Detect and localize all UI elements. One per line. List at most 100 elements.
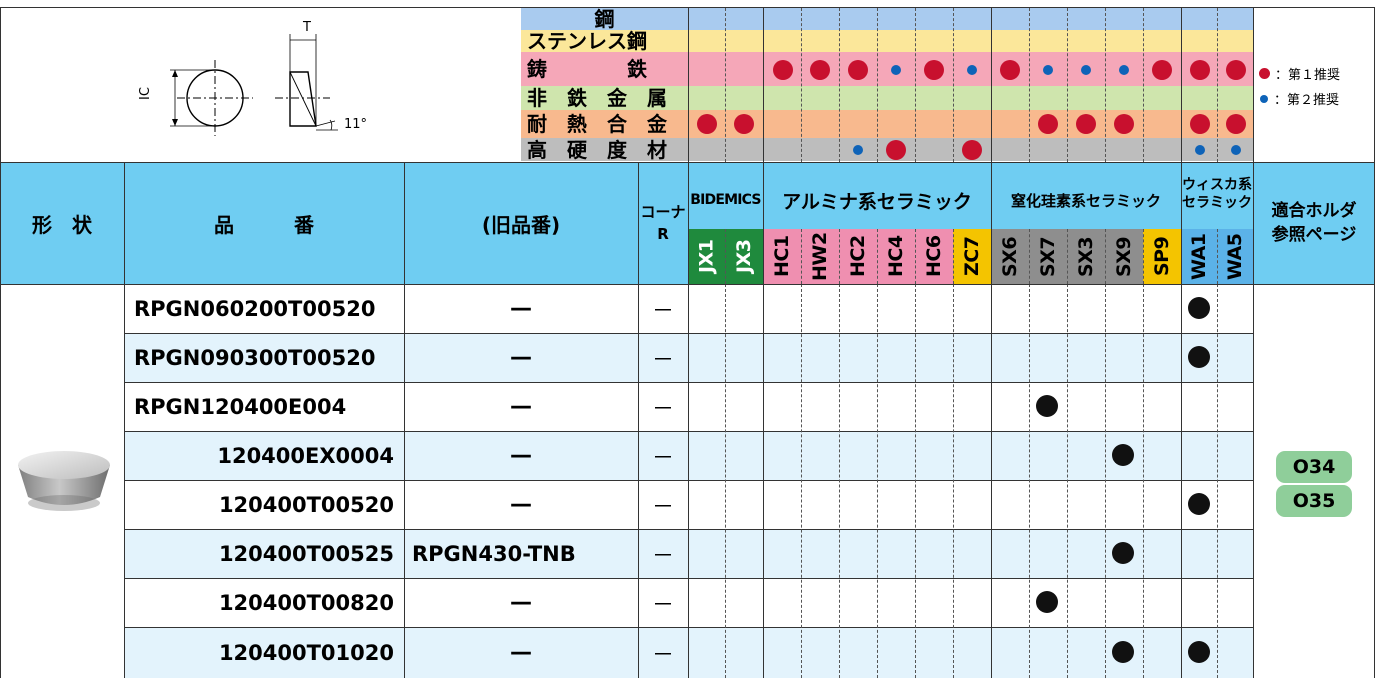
mark-first bbox=[886, 140, 906, 160]
band-nonferrous bbox=[521, 86, 1253, 110]
header-alumina: アルミナ系セラミック bbox=[782, 190, 972, 213]
availability-mark bbox=[1112, 444, 1134, 466]
grade-hw2: HW2 bbox=[801, 229, 839, 284]
header-shape: 形 状 bbox=[32, 212, 92, 237]
header-row: 形 状 品 番 (旧品番) コーナ R BIDEMICS アルミナ系セラミック … bbox=[0, 162, 1375, 284]
insert-shape-image bbox=[18, 451, 110, 511]
mark-second bbox=[1195, 145, 1205, 155]
part-number: 120400T01020 bbox=[218, 640, 394, 665]
availability-mark bbox=[1112, 542, 1134, 564]
mark-second bbox=[1231, 145, 1241, 155]
legend-blue-dot-icon bbox=[1260, 94, 1268, 103]
grade-hc1: HC1 bbox=[763, 229, 801, 284]
mark-first bbox=[1226, 60, 1246, 80]
availability-mark bbox=[1036, 395, 1058, 417]
label-cast-iron: 鋳 鉄 bbox=[527, 57, 647, 81]
old-part-number: — bbox=[510, 296, 532, 321]
mark-first bbox=[810, 60, 830, 80]
availability-mark bbox=[1036, 591, 1058, 613]
old-part-number: — bbox=[510, 345, 532, 370]
legend-red-dot-icon bbox=[1259, 68, 1270, 79]
label-steel: 鋼 bbox=[594, 7, 615, 31]
mark-first bbox=[1000, 60, 1020, 80]
corner-r: － bbox=[651, 543, 674, 569]
mark-first bbox=[1226, 114, 1246, 134]
old-part-number: — bbox=[510, 590, 532, 615]
mark-first bbox=[1190, 114, 1210, 134]
header-bidemics: BIDEMICS bbox=[690, 192, 761, 208]
mark-second bbox=[853, 145, 863, 155]
grade-sx9: SX9 bbox=[1105, 229, 1143, 284]
availability-mark bbox=[1188, 493, 1210, 515]
grade-hc6: HC6 bbox=[915, 229, 953, 284]
mark-first bbox=[1076, 114, 1096, 134]
table-body: RPGN060200T00520 RPGN090300T00520 RPGN12… bbox=[0, 284, 1375, 678]
header-corner: コーナ R bbox=[640, 203, 686, 243]
corner-r: － bbox=[651, 642, 674, 668]
availability-mark bbox=[1112, 641, 1134, 663]
old-part-number: — bbox=[510, 443, 532, 468]
holder-page-badge[interactable]: O35 bbox=[1276, 485, 1352, 517]
header-holder: 適合ホルダ 参照ページ bbox=[1271, 201, 1357, 245]
corner-r: － bbox=[651, 494, 674, 520]
mark-second bbox=[1043, 65, 1053, 75]
grade-hc2: HC2 bbox=[839, 229, 877, 284]
mark-first bbox=[1190, 60, 1210, 80]
legend-first: ：第１推奨 bbox=[1259, 64, 1340, 83]
availability-mark bbox=[1188, 641, 1210, 663]
old-part-number: — bbox=[510, 640, 532, 665]
material-band: 鋼 ステンレス鋼 鋳 鉄 非 鉄 金 属 耐 熱 合 金 高 硬 度 材 I bbox=[0, 0, 1375, 170]
part-number: RPGN060200T00520 bbox=[134, 296, 376, 321]
diagram-angle-label: 11° bbox=[344, 117, 368, 132]
insert-geometry-diagram bbox=[170, 34, 338, 136]
corner-r: － bbox=[651, 592, 674, 618]
label-nonferrous: 非 鉄 金 属 bbox=[527, 86, 667, 110]
holder-page-badge[interactable]: O34 bbox=[1276, 451, 1352, 483]
label-stainless: ステンレス鋼 bbox=[527, 29, 647, 53]
corner-r: － bbox=[651, 396, 674, 422]
old-part-number: — bbox=[510, 394, 532, 419]
mark-first bbox=[1114, 114, 1134, 134]
header-silicon-nitride: 窒化珪素系セラミック bbox=[1010, 191, 1161, 210]
grade-wa1: WA1 bbox=[1181, 229, 1217, 284]
old-part-number: RPGN430-TNB bbox=[412, 541, 576, 566]
grade-wa5: WA5 bbox=[1217, 229, 1253, 284]
mark-first bbox=[924, 60, 944, 80]
availability-mark bbox=[1188, 297, 1210, 319]
mark-first bbox=[962, 140, 982, 160]
header-old-no: (旧品番) bbox=[481, 212, 561, 237]
corner-r: － bbox=[651, 298, 674, 324]
label-hardened: 高 硬 度 材 bbox=[527, 138, 667, 162]
label-heat-resistant: 耐 熱 合 金 bbox=[527, 112, 667, 136]
header-whisker: ウィスカ系 セラミック bbox=[1182, 177, 1252, 211]
grade-jx3: JX3 bbox=[725, 229, 763, 284]
mark-first bbox=[734, 114, 754, 134]
mark-first bbox=[1152, 60, 1172, 80]
mark-second bbox=[1119, 65, 1129, 75]
part-number: 120400EX0004 bbox=[217, 443, 394, 468]
part-number: 120400T00525 bbox=[218, 541, 394, 566]
grade-sx3: SX3 bbox=[1067, 229, 1105, 284]
grade-sx7: SX7 bbox=[1029, 229, 1067, 284]
part-number: RPGN120400E004 bbox=[134, 394, 347, 419]
mark-second bbox=[891, 65, 901, 75]
part-number: 120400T00520 bbox=[218, 492, 394, 517]
diagram-t-label: T bbox=[303, 20, 311, 35]
availability-mark bbox=[1188, 346, 1210, 368]
legend-first-label: ：第１推奨 bbox=[1275, 68, 1341, 83]
part-number: RPGN090300T00520 bbox=[134, 345, 376, 370]
grade-hc4: HC4 bbox=[877, 229, 915, 284]
mark-first bbox=[1038, 114, 1058, 134]
grade-sx6: SX6 bbox=[991, 229, 1029, 284]
part-number: 120400T00820 bbox=[218, 590, 394, 615]
mark-second bbox=[967, 65, 977, 75]
grade-jx1: JX1 bbox=[688, 229, 725, 284]
mark-first bbox=[773, 60, 793, 80]
header-part-no: 品 番 bbox=[214, 212, 314, 237]
band-cast-iron bbox=[521, 52, 1253, 86]
legend-second: ：第２推奨 bbox=[1259, 89, 1339, 108]
mark-first bbox=[697, 114, 717, 134]
mark-first bbox=[848, 60, 868, 80]
legend-second-label: ：第２推奨 bbox=[1274, 93, 1340, 108]
